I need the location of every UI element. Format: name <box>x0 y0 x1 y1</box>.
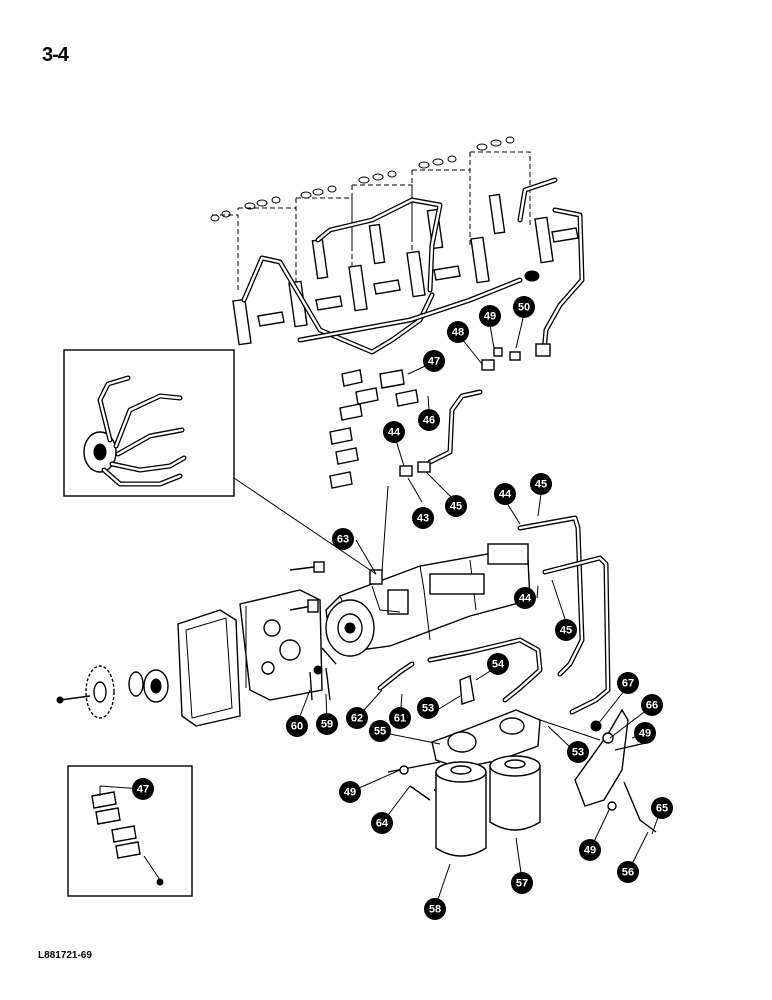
callout-label: 55 <box>374 726 386 738</box>
callout-label: 49 <box>344 787 356 799</box>
callout-label: 63 <box>337 534 349 546</box>
callout-45: 45 <box>445 495 467 517</box>
callout-label: 43 <box>417 513 429 525</box>
line-clamp-group <box>329 369 419 489</box>
callout-61: 61 <box>389 707 411 729</box>
callout-59: 59 <box>316 713 338 735</box>
callout-43: 43 <box>412 507 434 529</box>
callout-label: 44 <box>519 593 532 605</box>
callout-label: 58 <box>429 904 441 916</box>
callout-65: 65 <box>651 797 673 819</box>
callout-label: 53 <box>422 703 434 715</box>
callout-label: 45 <box>535 479 547 491</box>
callout-60: 60 <box>286 715 308 737</box>
callout-label: 59 <box>321 719 333 731</box>
callout-label: 49 <box>584 845 596 857</box>
callout-label: 65 <box>656 803 668 815</box>
fuel-filter-57 <box>489 755 541 831</box>
fuel-lines <box>377 343 611 715</box>
callout-67: 67 <box>617 672 639 694</box>
callout-label: 49 <box>484 311 496 323</box>
callout-label: 49 <box>639 728 651 740</box>
callout-label: 54 <box>492 659 505 671</box>
callout-64: 64 <box>371 812 393 834</box>
callout-47: 47 <box>423 350 445 372</box>
callout-group: 43 44 44 44 45 45 45 46 47 47 48 49 49 49 49 50 53 53 54 55… <box>132 296 673 920</box>
callout-49: 49 <box>479 305 501 327</box>
inset-clamp-detail <box>67 765 193 897</box>
injector-nozzle-bank <box>210 136 585 355</box>
callout-label: 61 <box>394 713 406 725</box>
callout-label: 45 <box>450 501 462 513</box>
callout-53: 53 <box>567 741 589 763</box>
callout-label: 50 <box>518 302 530 314</box>
fuel-filter-58 <box>435 761 487 857</box>
callout-label: 62 <box>351 713 363 725</box>
callout-44: 44 <box>494 483 516 505</box>
callout-45: 45 <box>555 619 577 641</box>
callout-66: 66 <box>641 694 663 716</box>
drawing-reference-code: L881721-69 <box>38 950 92 961</box>
callout-53: 53 <box>417 697 439 719</box>
callout-label: 53 <box>572 747 584 759</box>
callout-57: 57 <box>511 872 533 894</box>
callout-label: 48 <box>452 327 464 339</box>
pump-drive-assembly <box>56 561 337 727</box>
callout-label: 56 <box>622 867 634 879</box>
callout-50: 50 <box>513 296 535 318</box>
callout-48: 48 <box>447 321 469 343</box>
callout-label: 47 <box>137 784 149 796</box>
callout-46: 46 <box>418 409 440 431</box>
callout-47: 47 <box>132 778 154 800</box>
callout-49: 49 <box>579 839 601 861</box>
callout-56: 56 <box>617 861 639 883</box>
callout-63: 63 <box>332 528 354 550</box>
callout-55: 55 <box>369 720 391 742</box>
callout-label: 67 <box>622 678 634 690</box>
callout-label: 57 <box>516 878 528 890</box>
callout-54: 54 <box>487 653 509 675</box>
callout-label: 44 <box>499 489 512 501</box>
callout-44: 44 <box>514 587 536 609</box>
callout-label: 66 <box>646 700 658 712</box>
drive-gear <box>85 665 115 719</box>
callout-58: 58 <box>424 898 446 920</box>
callout-49: 49 <box>634 722 656 744</box>
callout-44: 44 <box>383 421 405 443</box>
callout-62: 62 <box>346 707 368 729</box>
callout-label: 46 <box>423 415 435 427</box>
callout-label: 64 <box>376 818 389 830</box>
callout-label: 47 <box>428 356 440 368</box>
callout-49: 49 <box>339 781 361 803</box>
callout-label: 44 <box>388 427 401 439</box>
inset-pump-detail <box>63 349 377 575</box>
callout-label: 45 <box>560 625 572 637</box>
page-number: 3-4 <box>42 44 69 66</box>
callout-45: 45 <box>530 473 552 495</box>
injection-pump <box>325 543 531 657</box>
callout-label: 60 <box>291 721 303 733</box>
